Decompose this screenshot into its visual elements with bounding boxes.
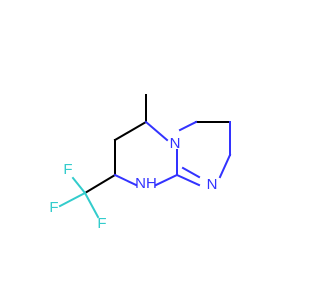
- nh-label: NH: [135, 175, 157, 192]
- nitrogen-ring-label: N: [170, 135, 181, 152]
- bond-c5-n4: [144, 120, 169, 142]
- bond-c8a-n1-double: [181, 166, 201, 179]
- bond-c8a-nh: [154, 173, 179, 187]
- carbon-bonds: [83, 94, 231, 195]
- bond-c7-cf3: [83, 173, 117, 195]
- bond-n4-c3: [178, 120, 198, 132]
- molecule-structure-diagram: N N NH F F F: [49, 94, 232, 232]
- fluorine-bonds: [58, 176, 100, 219]
- bond-c-f1: [71, 176, 87, 195]
- bond-c8a-n1: [175, 173, 201, 187]
- bond-nh-c7: [113, 173, 138, 187]
- bond-c-f2: [58, 191, 87, 208]
- nitrogen-imine-label: N: [207, 176, 218, 193]
- bond-n1-c2: [218, 153, 232, 179]
- fluorine-label-3: F: [97, 215, 106, 232]
- bond-c5-c6: [113, 120, 148, 142]
- fluorine-label-2: F: [49, 199, 58, 216]
- fluorine-label-1: F: [63, 161, 72, 178]
- bond-c-f3: [83, 191, 100, 219]
- nitrogen-bonds: [113, 120, 232, 187]
